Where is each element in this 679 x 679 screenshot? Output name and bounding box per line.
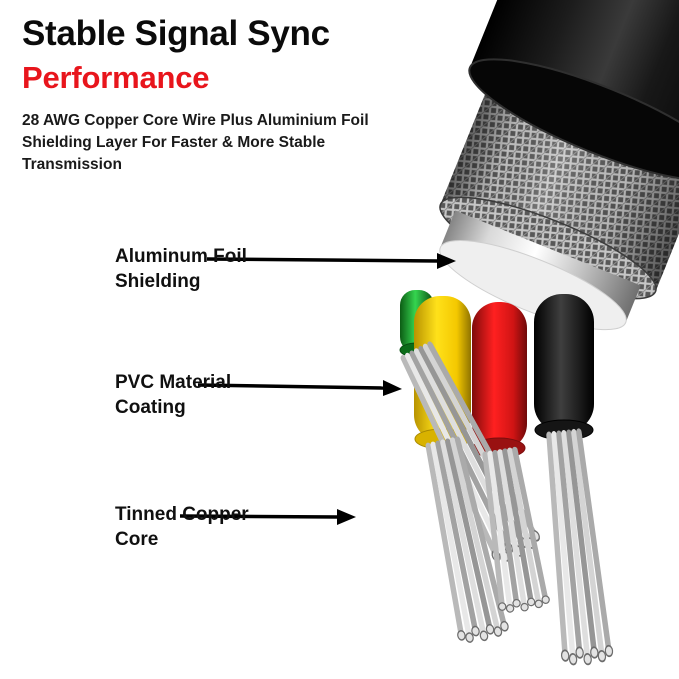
leader-line-foil: [206, 257, 439, 263]
callout-leader-lines: [179, 257, 439, 519]
callout-arrowheads: [337, 253, 456, 525]
copper-strand-bundle: [539, 431, 614, 667]
arrowhead-copper-icon: [337, 509, 356, 525]
leader-line-copper: [179, 514, 339, 519]
page-title: Stable Signal Sync: [22, 14, 330, 53]
callout-pvc-material-coating: PVC Material Coating: [115, 344, 231, 421]
callout-tinned-copper-core: Tinned Copper Core: [115, 476, 249, 553]
callout-label: Aluminum Foil Shielding: [115, 245, 247, 293]
callout-label: PVC Material Coating: [115, 371, 232, 419]
callout-aluminum-foil-shielding: Aluminum Foil Shielding: [115, 218, 247, 295]
arrowhead-pvc-icon: [383, 380, 402, 396]
leader-line-pvc: [197, 383, 385, 390]
description-text: 28 AWG Copper Core Wire Plus Aluminium F…: [22, 112, 369, 173]
callout-label: Tinned Copper Core: [115, 503, 249, 551]
cable-jacket: [468, 0, 679, 182]
arrowhead-foil-icon: [437, 253, 456, 269]
page-subtitle: Performance: [22, 60, 210, 95]
wire-black: [534, 294, 594, 441]
